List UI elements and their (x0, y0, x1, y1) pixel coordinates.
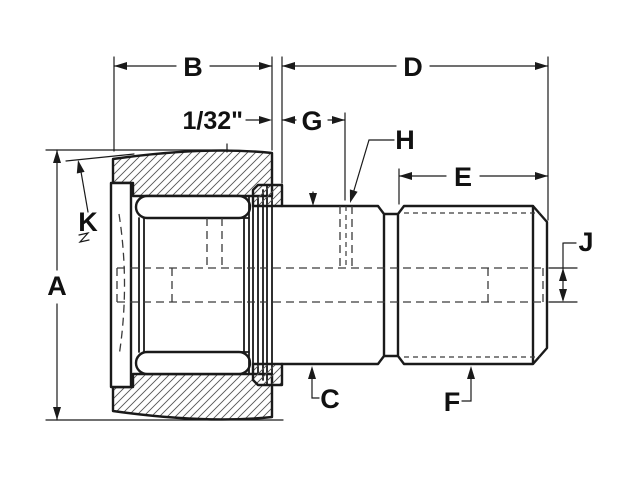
needle-roller-top (134, 194, 252, 220)
endplate-hidden-arc (118, 213, 126, 357)
needle-roller-bottom (134, 350, 252, 376)
dim-label-B: B (183, 52, 203, 82)
stud-outline (280, 204, 549, 366)
dim-label-G: G (301, 106, 322, 136)
dim-label-D: D (403, 52, 423, 82)
dim-label-F: F (444, 387, 461, 417)
leader-F (461, 375, 472, 402)
stud-flange-bottom-section (251, 362, 284, 387)
inner-race-left-face (138, 217, 145, 353)
dim-label-J: J (578, 227, 593, 257)
leader-H (351, 139, 395, 198)
dim-label-C: C (320, 384, 340, 414)
leader-C (311, 191, 320, 399)
inner-race-right-face (243, 195, 250, 375)
dim-label-A: A (47, 271, 67, 301)
extension-lines-A (45, 143, 284, 421)
dim-label-H: H (395, 125, 415, 155)
dim-label-E: E (454, 162, 472, 192)
dim-line-E (398, 168, 549, 205)
axial-bore-hidden-lines (116, 267, 544, 303)
dim-label-gap: 1/32" (182, 107, 243, 135)
thread-root-lines (404, 212, 540, 358)
stud-lube-hole (339, 206, 353, 268)
extension-lines-top (113, 56, 549, 221)
left-endplate (109, 181, 133, 389)
race-lube-hole (206, 218, 223, 268)
part-geometry (109, 149, 549, 421)
stud-flange-top-section (251, 183, 284, 208)
right-washer-lines (252, 184, 273, 386)
leader-K (65, 153, 135, 213)
dimensions: B D 1/32" G H E A K (45, 52, 594, 421)
inner-race-surfaces (143, 217, 250, 353)
k-squiggle (78, 232, 90, 243)
dim-label-K: K (78, 207, 98, 237)
outer-ring-bottom-section (111, 372, 274, 421)
outer-ring-top-section (111, 149, 274, 198)
